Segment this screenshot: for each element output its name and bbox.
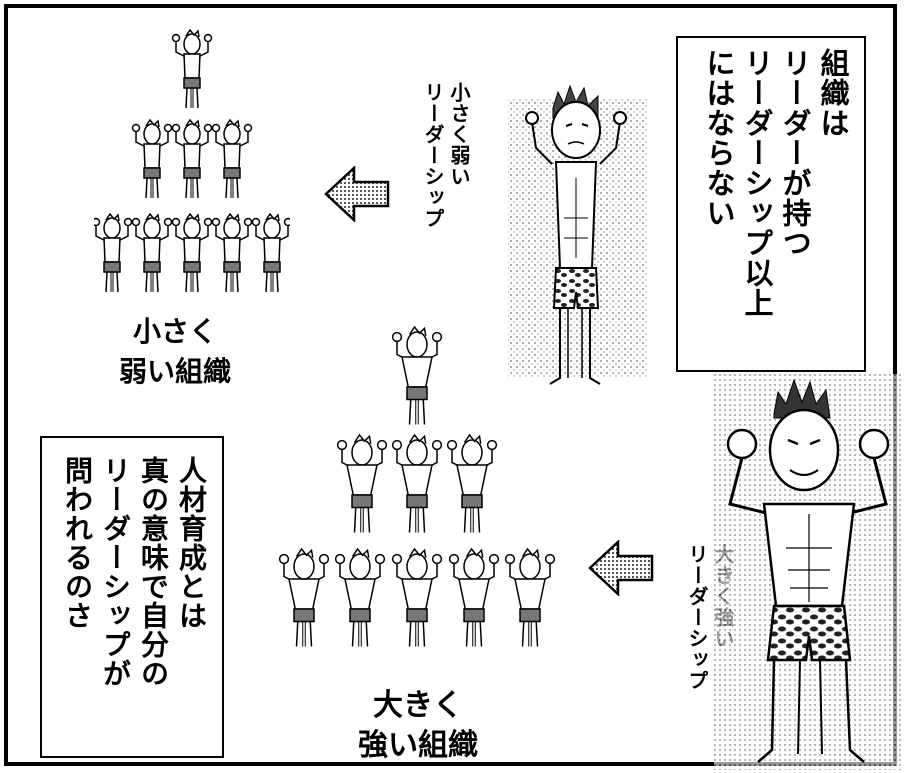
strong-person-icon xyxy=(504,547,556,647)
small-leader-label: 小さく弱い リーダーシップ xyxy=(421,82,471,229)
small-org-pyramid xyxy=(94,28,290,316)
weak-person-icon xyxy=(131,118,173,199)
weak-person-icon xyxy=(171,118,213,199)
big-org-label: 大きく 強い組織 xyxy=(358,688,478,763)
caption-bottom-left-text: 人材育成とは 真の意味で自分の リーダーシップが 問われるのさ xyxy=(61,456,208,688)
strong-person-icon xyxy=(446,433,498,533)
weak-person-icon xyxy=(171,28,213,109)
weak-person-icon xyxy=(171,212,213,293)
weak-leader-figure xyxy=(498,78,658,398)
small-org-label: 小さく 弱い組織 xyxy=(118,315,231,388)
weak-person-icon xyxy=(251,212,290,293)
strong-person-icon xyxy=(391,433,443,533)
strong-person-icon xyxy=(391,547,443,647)
strong-person-icon xyxy=(448,547,500,647)
weak-person-icon xyxy=(211,212,253,293)
strong-person-icon xyxy=(336,433,388,533)
weak-person-icon xyxy=(211,118,253,199)
caption-box-bottom-left: 人材育成とは 真の意味で自分の リーダーシップが 問われるのさ xyxy=(40,436,224,758)
left-arrow-icon xyxy=(588,540,654,596)
big-org-pyramid xyxy=(276,322,558,652)
strong-person-icon xyxy=(334,547,386,647)
strong-leader-figure xyxy=(714,374,904,770)
weak-person-icon xyxy=(131,212,173,293)
comic-panel: 組織は リーダーが持つ リーダーシップ以上 にはならない 人材育成とは 真の意味… xyxy=(4,4,904,770)
strong-person-icon xyxy=(278,547,330,647)
caption-top-right-text: 組織は リーダーが持つ リーダーシップ以上 にはならない xyxy=(702,48,850,318)
left-arrow-icon xyxy=(324,166,390,222)
strong-person-icon xyxy=(391,325,443,425)
weak-person-icon xyxy=(94,212,133,293)
caption-box-top-right: 組織は リーダーが持つ リーダーシップ以上 にはならない xyxy=(676,36,866,372)
